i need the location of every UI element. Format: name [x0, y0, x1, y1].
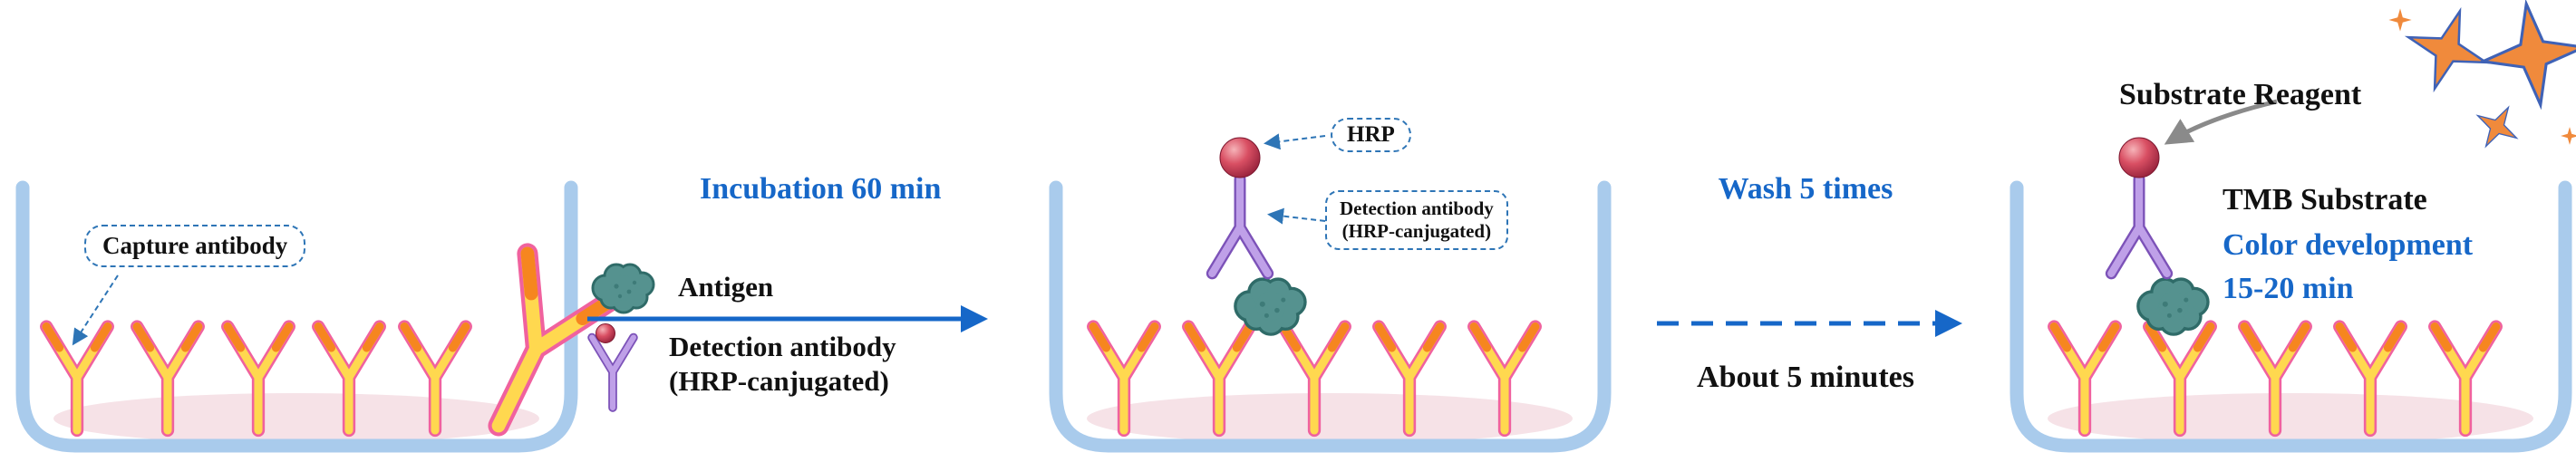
well-icon — [2009, 180, 2572, 453]
detection-antibody-label-box: Detection antibody (HRP-canjugated) — [1325, 190, 1508, 250]
incubation-legend — [587, 263, 988, 408]
antigen-label: Antigen — [678, 271, 774, 303]
hrp-label-pointer — [1264, 133, 1326, 150]
hrp-icon — [2118, 137, 2160, 178]
substrate-arrow-icon — [2164, 99, 2278, 145]
incubation-title: Incubation 60 min — [700, 172, 942, 206]
capture-antibody-label: Capture antibody — [102, 232, 288, 259]
wash-title: Wash 5 times — [1718, 172, 1893, 206]
well-1 — [15, 180, 616, 453]
substrate-star-icon — [2395, 0, 2500, 102]
well-icon — [1049, 180, 1612, 453]
substrate-star-icon — [2465, 95, 2529, 159]
hrp-label-box: HRP — [1331, 118, 1411, 152]
hrp-label: HRP — [1347, 122, 1395, 147]
well-floor — [2048, 393, 2533, 444]
substrate-star-icon — [2388, 8, 2412, 32]
wash-duration: About 5 minutes — [1697, 361, 1914, 394]
detection-antibody-icon — [1212, 179, 1267, 274]
hrp-icon — [1219, 137, 1261, 178]
detection-antibody-legend-line2: (HRP-canjugated) — [669, 365, 889, 397]
substrate-stars — [2388, 0, 2576, 159]
detection-antibody-icon — [592, 338, 634, 408]
color-development-label: Color development — [2223, 228, 2474, 262]
substrate-reagent-label: Substrate Reagent — [2119, 78, 2362, 111]
detection-antibody-legend-line1: Detection antibody — [669, 331, 896, 362]
substrate-star-icon — [2474, 0, 2576, 114]
well-2 — [1049, 133, 1612, 453]
detection-antibody-icon — [2111, 179, 2166, 274]
detection-box-line2: (HRP-canjugated) — [1341, 220, 1492, 242]
substrate-star-icon — [2561, 127, 2576, 145]
well-3 — [2009, 137, 2572, 453]
well-icon — [15, 180, 578, 453]
detection-label-pointer — [1267, 207, 1326, 225]
capture-label-pointer — [72, 274, 119, 346]
tmb-substrate-label: TMB Substrate — [2223, 183, 2427, 217]
hrp-icon — [596, 323, 615, 343]
well-floor — [53, 393, 539, 444]
well-floor — [1087, 393, 1573, 444]
development-time-label: 15-20 min — [2223, 272, 2354, 305]
detection-box-line1: Detection antibody — [1340, 197, 1494, 219]
capture-antibody-label-box: Capture antibody — [84, 225, 306, 267]
